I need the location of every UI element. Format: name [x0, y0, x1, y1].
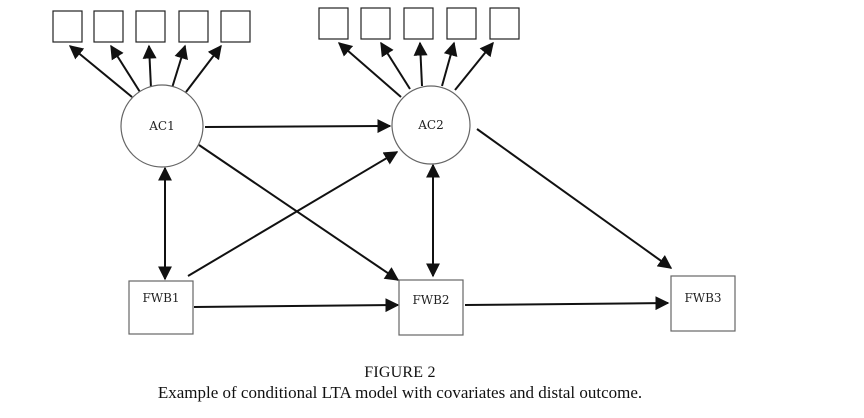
- ac2-indicator-arrow-4: [441, 41, 458, 87]
- node-ac1-label: AC1: [148, 119, 174, 133]
- node-ac1: AC1: [120, 84, 204, 168]
- ac2-indicator-box-3: [403, 7, 434, 40]
- ac1-indicator-box-2: [93, 10, 124, 43]
- arrow-ac1-to-fwb2: [198, 144, 400, 281]
- ac2-indicator-arrow-2: [380, 41, 411, 90]
- arrow-fwb1-to-fwb2: [193, 298, 400, 313]
- ac2-indicator-box-2: [360, 7, 391, 40]
- arrow-ac2-to-fwb3: [476, 128, 673, 269]
- ac1-indicator-box-3: [135, 10, 166, 43]
- ac1-indicator-arrow-2: [110, 44, 141, 93]
- node-ac2-label: AC2: [417, 118, 443, 132]
- node-fwb2: FWB2: [398, 279, 464, 336]
- ac2-indicator-arrow-5: [454, 41, 494, 91]
- ac1-indicator-arrow-1: [68, 45, 133, 98]
- ac1-indicator-box-5: [220, 10, 251, 43]
- ac2-indicator-box-4: [446, 7, 477, 40]
- figure-caption: Example of conditional LTA model with co…: [157, 383, 643, 402]
- ac1-indicators: [52, 10, 251, 43]
- ac2-indicator-box-1: [318, 7, 349, 40]
- ac1-indicator-box-4: [178, 10, 209, 43]
- node-ac2: AC2: [391, 85, 471, 165]
- ac1-indicator-box-1: [52, 10, 83, 43]
- node-fwb1: FWB1: [128, 280, 194, 335]
- node-fwb1-label: FWB1: [142, 291, 179, 305]
- node-fwb3-label: FWB3: [684, 291, 721, 305]
- arrow-fwb2-to-fwb3: [464, 296, 670, 311]
- ac1-indicator-arrow-4: [171, 44, 188, 89]
- node-fwb3: FWB3: [670, 275, 736, 332]
- ac1-indicator-arrow-3: [142, 44, 157, 89]
- ac2-indicator-box-5: [489, 7, 520, 40]
- node-fwb2-label: FWB2: [412, 293, 449, 307]
- arrow-ac1-to-ac2: [204, 119, 392, 134]
- ac2-indicators: [318, 7, 520, 40]
- ac2-indicator-arrow-1: [337, 42, 402, 98]
- ac1-indicator-arrow-5: [185, 44, 222, 93]
- ac2-indicator-arrow-3: [413, 41, 428, 87]
- figure-label: FIGURE 2: [364, 364, 436, 381]
- arrow-fwb1-to-ac2: [187, 151, 399, 277]
